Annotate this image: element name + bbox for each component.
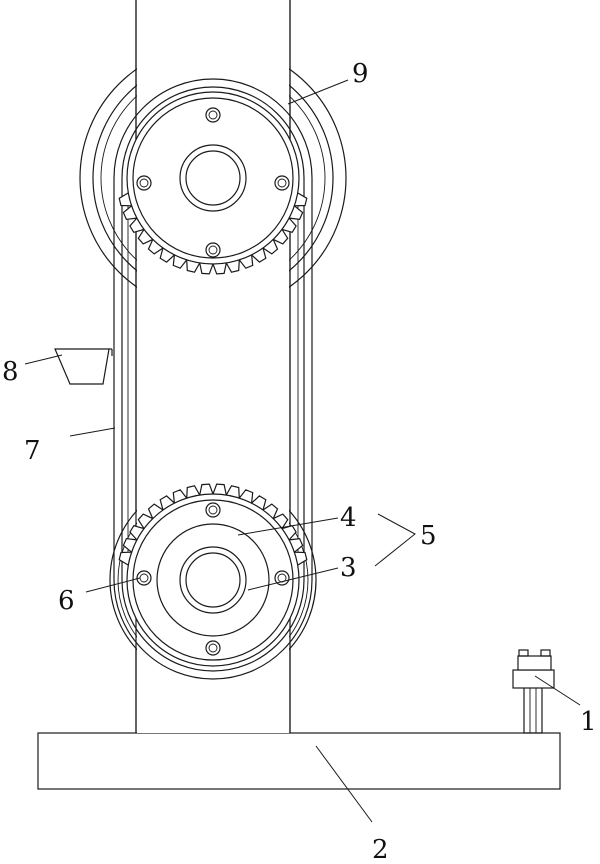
- label-part-1: 1: [580, 707, 597, 737]
- label-part-4: 4: [340, 503, 357, 533]
- base-plate: [37, 732, 561, 790]
- limit-switch: [512, 649, 555, 734]
- label-part-3: 3: [340, 553, 357, 583]
- belt-loop: [113, 78, 313, 680]
- label-part-2: 2: [372, 835, 389, 864]
- label-part-9: 9: [352, 59, 369, 89]
- label-part-5: 5: [420, 521, 437, 551]
- label-part-7: 7: [24, 436, 41, 466]
- upper-gear: [118, 91, 308, 275]
- label-part-8: 8: [2, 357, 19, 387]
- leader-lines: [24, 79, 581, 823]
- label-part-6: 6: [58, 586, 75, 616]
- lower-gear: [118, 483, 308, 667]
- upper-bolt-holes: [136, 107, 290, 258]
- hopper: [54, 348, 113, 385]
